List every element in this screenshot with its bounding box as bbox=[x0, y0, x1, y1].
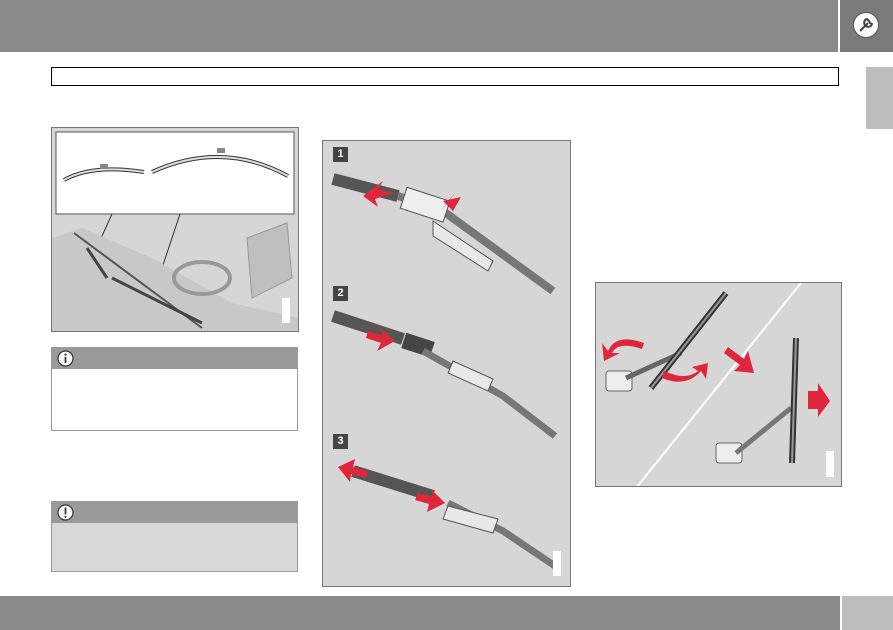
page-number-box bbox=[842, 596, 893, 630]
important-header bbox=[52, 502, 297, 523]
step-3-badge: 3 bbox=[333, 434, 348, 449]
important-icon bbox=[57, 504, 74, 521]
important-box bbox=[51, 501, 298, 572]
info-icon bbox=[57, 350, 74, 367]
footer-bar bbox=[0, 596, 840, 630]
blade-replacement-steps-figure: 1 2 3 bbox=[322, 140, 571, 587]
step-2-badge: 2 bbox=[333, 286, 348, 301]
side-tab bbox=[866, 67, 893, 129]
note-box bbox=[51, 347, 298, 431]
rear-wiper-figure bbox=[595, 282, 842, 487]
header-bar bbox=[0, 0, 838, 52]
wrench-icon bbox=[853, 12, 879, 38]
wiper-blade-figure bbox=[51, 127, 299, 332]
note-header bbox=[52, 348, 297, 369]
important-body bbox=[52, 523, 297, 571]
step-1-badge: 1 bbox=[333, 147, 348, 162]
section-title-box bbox=[51, 67, 839, 86]
